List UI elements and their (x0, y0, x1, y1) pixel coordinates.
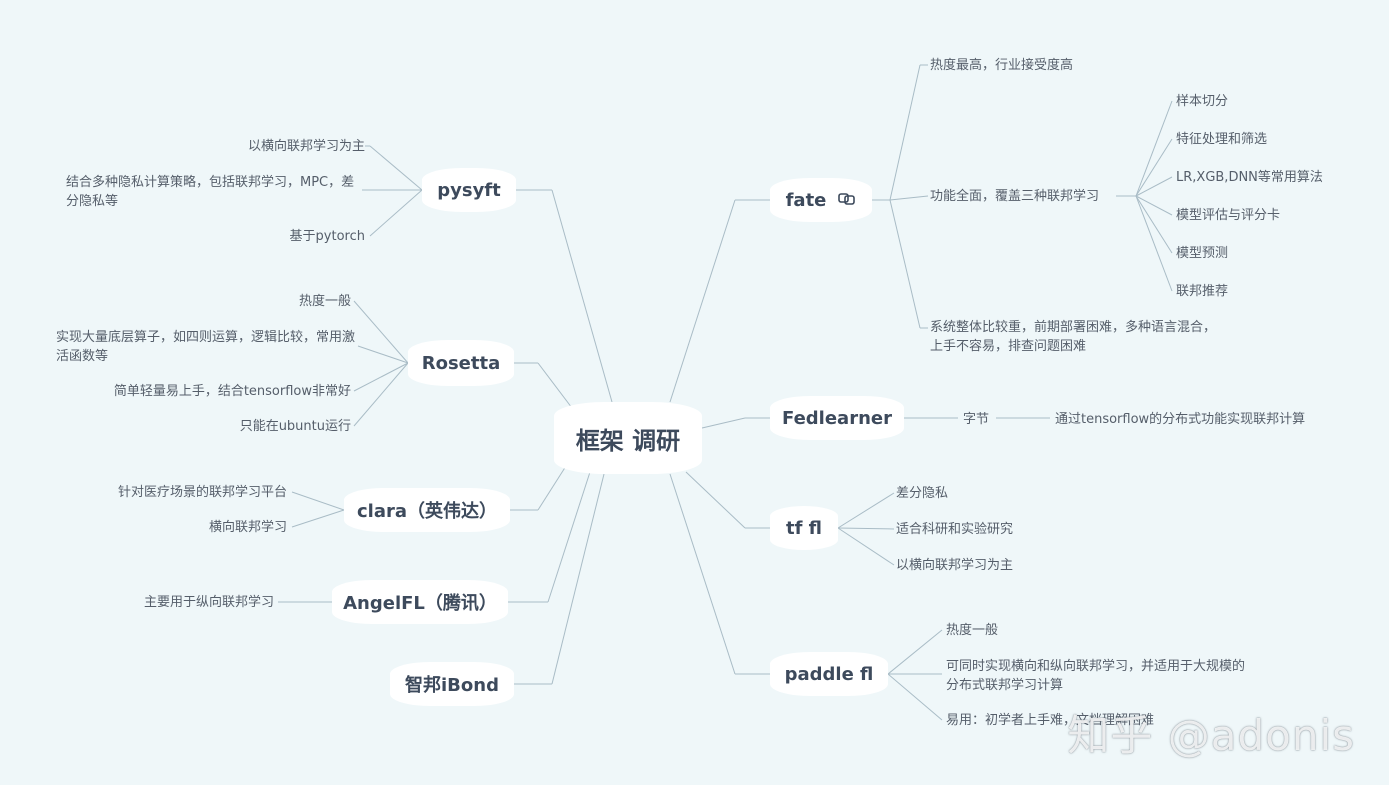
leaf-rosetta-2: 实现大量底层算子，如四则运算，逻辑比较，常用激活函数等 (56, 330, 356, 364)
connector-root-angelfl (547, 471, 591, 603)
leaf-rosetta-1: 热度一般 (298, 294, 351, 309)
root-node[interactable]: 框架 调研 (554, 402, 702, 474)
leaf-rosetta-4: 只能在ubuntu运行 (239, 419, 351, 434)
connector-root-paddlefl (669, 473, 736, 675)
leaf-fate-3: 系统整体比较重，前期部署困难，多种语言混合，上手不容易，排查问题困难 (930, 320, 1217, 354)
connector-root-fedlearner (701, 417, 746, 429)
leaf-fate-sub-2: 特征处理和筛选 (1176, 132, 1268, 147)
leaf-fate-sub-1: 样本切分 (1176, 94, 1229, 109)
branch-fate-label: fate (785, 189, 827, 211)
leaf-fate-sub-5: 模型预测 (1176, 246, 1229, 261)
leaf-fedlearner-1: 字节 (963, 412, 990, 427)
connector-root-tffl (685, 471, 746, 529)
connector-pysyft-leaf-1 (369, 145, 423, 191)
connector-root-pysyft (551, 189, 613, 403)
connector-clara-leaf-2 (291, 509, 345, 528)
branch-paddlefl[interactable]: paddle fl (770, 652, 888, 696)
connector-fate-sub-5 (1135, 195, 1173, 254)
leaf-fate-sub-6: 联邦推荐 (1176, 284, 1229, 299)
connector-pysyft-leaf-3 (369, 189, 423, 237)
leaf-clara-2: 横向联邦学习 (208, 520, 287, 535)
branch-tffl[interactable]: tf fl (770, 506, 838, 550)
leaf-pysyft-3: 基于pytorch (289, 229, 365, 244)
leaf-tffl-2: 适合科研和实验研究 (896, 522, 1014, 537)
connector-root-ibond (551, 473, 605, 685)
connector-tffl-leaf-1 (837, 492, 895, 529)
connector-root-fate (669, 199, 736, 403)
leaf-pysyft-1: 以横向联邦学习为主 (247, 139, 365, 154)
link-icon[interactable] (838, 190, 856, 211)
branch-fedlearner[interactable]: Fedlearner (770, 396, 904, 440)
branch-ibond[interactable]: 智邦iBond (390, 662, 514, 706)
connector-fate-leaf-1 (889, 64, 921, 201)
leaf-angelfl-1: 主要用于纵向联邦学习 (143, 595, 274, 610)
connector-fate-sub-4 (1135, 195, 1173, 216)
connector-rosetta-leaf-2 (357, 345, 409, 364)
leaf-fate-sub-3: LR,XGB,DNN等常用算法 (1176, 170, 1323, 185)
leaf-paddlefl-3: 易用：初学者上手难，文档理解困难 (946, 713, 1155, 728)
connector-fate-sub-6 (1135, 195, 1173, 292)
leaf-clara-1: 针对医疗场景的联邦学习平台 (117, 485, 287, 500)
connector-tffl-leaf-2 (837, 527, 895, 530)
connector-paddlefl-leaf-3 (887, 673, 943, 721)
connector-fate-sub-2 (1135, 138, 1173, 197)
connector-paddlefl-leaf-1 (887, 629, 943, 675)
branch-rosetta[interactable]: Rosetta (408, 340, 514, 386)
branch-angelfl[interactable]: AngelFL（腾讯） (332, 580, 508, 624)
leaf-tffl-1: 差分隐私 (896, 486, 949, 501)
connector-fate-sub-3 (1135, 176, 1173, 197)
leaf-fate-1: 热度最高，行业接受度高 (930, 58, 1074, 73)
leaf-rosetta-3: 简单轻量易上手，结合tensorflow非常好 (113, 384, 351, 399)
connector-clara-leaf-1 (291, 491, 345, 511)
connector-rosetta-leaf-3 (353, 362, 409, 392)
branch-clara[interactable]: clara（英伟达） (344, 488, 510, 532)
connector-tffl-leaf-3 (837, 527, 895, 566)
leaf-fate-sub-4: 模型评估与评分卡 (1176, 208, 1281, 223)
connector-rosetta-leaf-1 (353, 300, 409, 364)
branch-fate[interactable]: fate (770, 178, 872, 222)
leaf-fedlearner-sub-1: 通过tensorflow的分布式功能实现联邦计算 (1055, 412, 1306, 427)
branch-pysyft[interactable]: pysyft (422, 168, 516, 212)
leaf-pysyft-2: 结合多种隐私计算策略，包括联邦学习，MPC，差分隐私等 (66, 175, 355, 209)
connector-root-clara (537, 465, 567, 511)
connector-fate-leaf-2 (889, 195, 929, 201)
connector-fate-sub-1 (1135, 100, 1173, 197)
connector-fate-leaf-3 (889, 199, 921, 329)
leaf-paddlefl-2: 可同时实现横向和纵向联邦学习，并适用于大规模的分布式联邦学习计算 (946, 659, 1246, 693)
connector-root-rosetta (537, 362, 573, 409)
connector-rosetta-leaf-4 (353, 362, 409, 427)
watermark: 知乎 @adonis (1067, 711, 1355, 760)
leaf-paddlefl-1: 热度一般 (946, 623, 999, 638)
leaf-tffl-3: 以横向联邦学习为主 (896, 558, 1014, 573)
leaf-fate-2: 功能全面，覆盖三种联邦学习 (930, 189, 1100, 204)
